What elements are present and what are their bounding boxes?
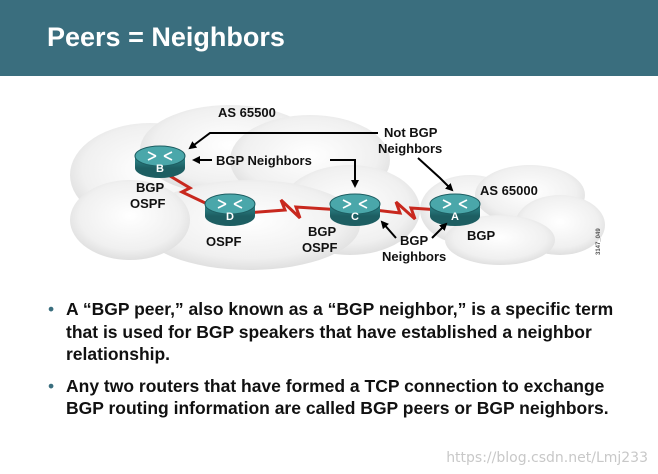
bgp-neighbors-bottom-line1: BGP [400, 233, 429, 248]
bgp-neighbors-arrow-to-a-bottom [431, 222, 448, 239]
bullet-dot-icon: • [48, 375, 55, 396]
router-c-letter: C [351, 211, 359, 223]
link-b-d [159, 168, 221, 212]
router-arrows-icon [147, 151, 173, 161]
bgp-neighbors-bottom-line2: Neighbors [382, 249, 446, 264]
wan-links [159, 168, 441, 221]
router-b-letter: B [156, 163, 164, 175]
as-65500-cloud [70, 105, 420, 270]
bullet-list: • A “BGP peer,” also known as a “BGP nei… [48, 298, 628, 429]
bullet-dot-icon: • [48, 299, 55, 319]
router-a-protocol-bgp: BGP [467, 228, 496, 243]
router-b[interactable]: B [134, 145, 186, 178]
bgp-neighbors-arrow-to-c-bottom [380, 220, 397, 239]
router-c[interactable]: C [329, 193, 381, 226]
link-d-c [244, 198, 343, 220]
router-d-protocol-ospf: OSPF [206, 234, 241, 249]
router-b-protocol-ospf: OSPF [130, 196, 165, 211]
watermark: https://blog.csdn.net/Lmj233 [446, 450, 648, 466]
not-bgp-arrow-to-b [188, 132, 378, 150]
bullet-item: • Any two routers that have formed a TCP… [48, 375, 628, 420]
bullet-text: Any two routers that have formed a TCP c… [66, 375, 609, 419]
router-a[interactable]: A [429, 193, 481, 226]
title-bar: Peers = Neighbors [0, 0, 658, 76]
as-65000-label: AS 65000 [480, 183, 538, 198]
not-bgp-label-line1: Not BGP [384, 125, 438, 140]
router-a-letter: A [451, 211, 459, 223]
router-d-letter: D [226, 211, 234, 223]
figure-code: 3147_049 [596, 228, 602, 255]
as-65500-label: AS 65500 [218, 105, 276, 120]
router-d[interactable]: D [204, 193, 256, 226]
router-c-protocol-ospf: OSPF [302, 240, 337, 255]
bullet-text: A “BGP peer,” also known as a “BGP neigh… [66, 299, 614, 364]
bgp-neighbors-arrow-to-c [330, 159, 359, 188]
router-b-protocol-bgp: BGP [136, 180, 165, 195]
router-c-protocol-bgp: BGP [308, 224, 337, 239]
not-bgp-label-line2: Neighbors [378, 141, 442, 156]
bullet-item: • A “BGP peer,” also known as a “BGP nei… [48, 298, 628, 366]
router-arrows-icon [442, 199, 468, 209]
bgp-network-diagram: B D C A AS 65500 AS 65000 BGP OSPF OSPF [70, 105, 605, 270]
slide-title: Peers = Neighbors [47, 22, 285, 52]
not-bgp-arrow-to-a [417, 157, 454, 192]
router-arrows-icon [342, 199, 368, 209]
router-arrows-icon [217, 199, 243, 209]
link-c-a [374, 200, 441, 221]
bgp-neighbors-top-label: BGP Neighbors [216, 153, 312, 168]
